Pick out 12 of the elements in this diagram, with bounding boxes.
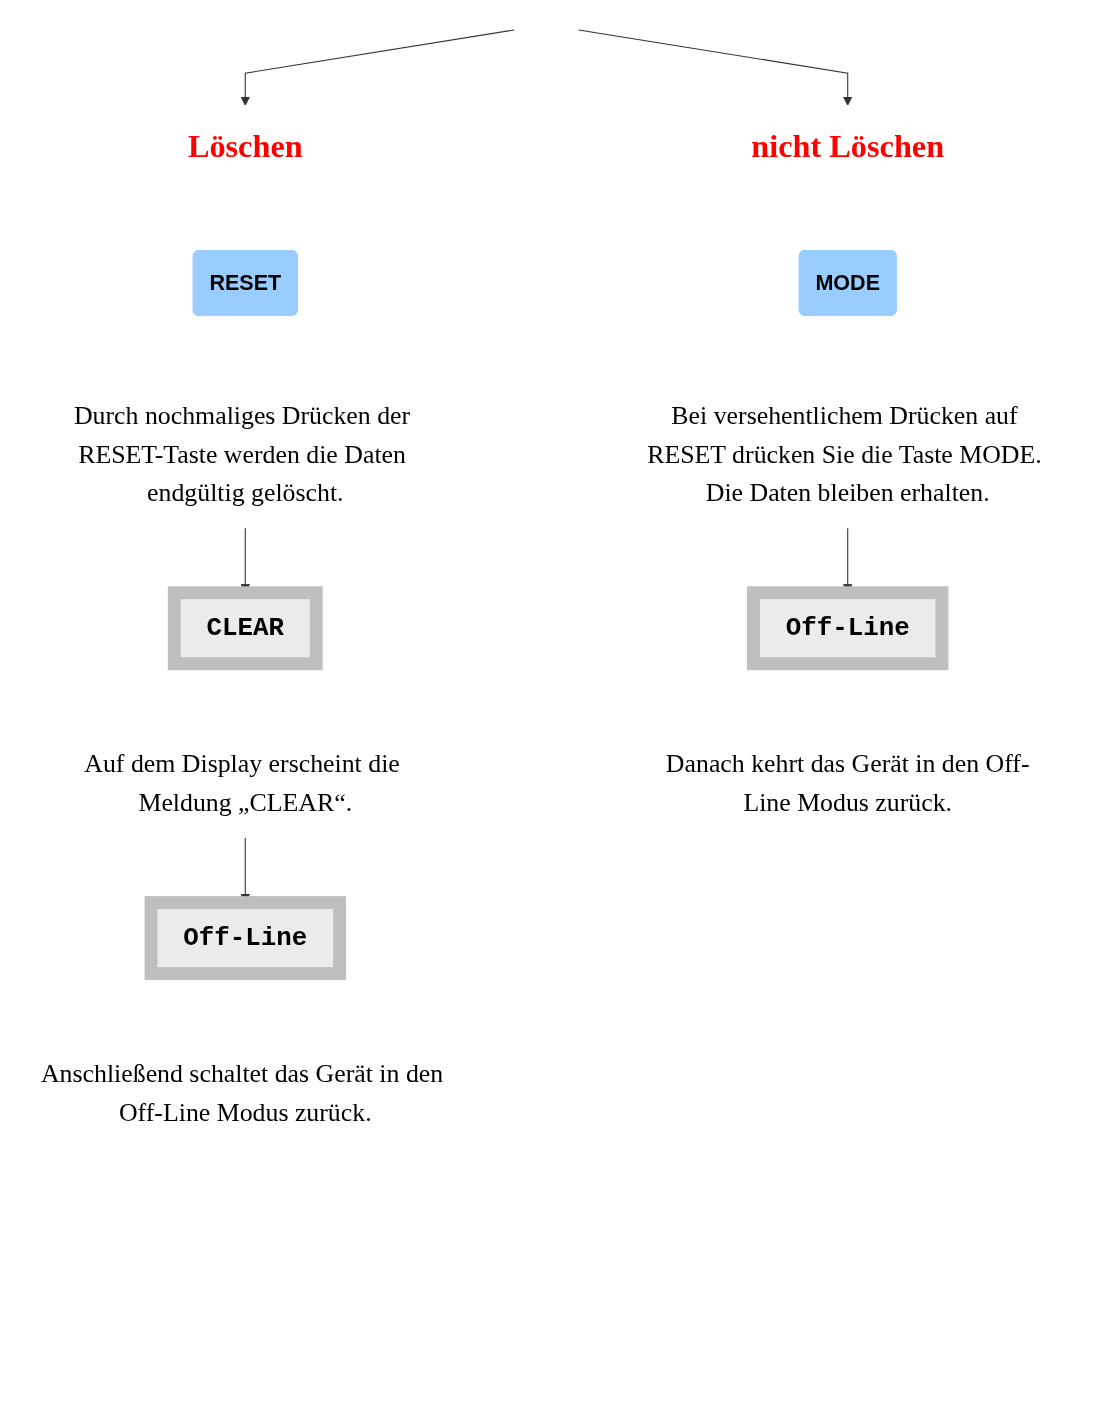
node-text: Bei versehentlichem Drücken auf RESET drücken Sie die Taste MODE. Die Daten bleiben erhalten. (647, 401, 1042, 507)
node-text: Durch nochmaliges Drücken der RESET-Taste werden die Daten endgültig gelöscht. (73, 401, 411, 507)
node-text: Auf dem Display erscheint die Meldung „CLEAR“. (84, 749, 400, 817)
node-text: nicht Löschen (751, 128, 945, 164)
node-text: Löschen (187, 128, 303, 164)
arrow (578, 29, 853, 106)
arrow (240, 29, 515, 106)
node-box: Off-Line (144, 896, 346, 981)
node-text: Danach kehrt das Gerät in den Off-Line Modus zurück. (665, 749, 1030, 817)
node-box: CLEAR (167, 586, 323, 671)
node-text: Anschließend schaltet das Gerät in den Off-Line Modus zurück. (40, 1059, 444, 1127)
node-box: Off-Line (747, 586, 949, 671)
